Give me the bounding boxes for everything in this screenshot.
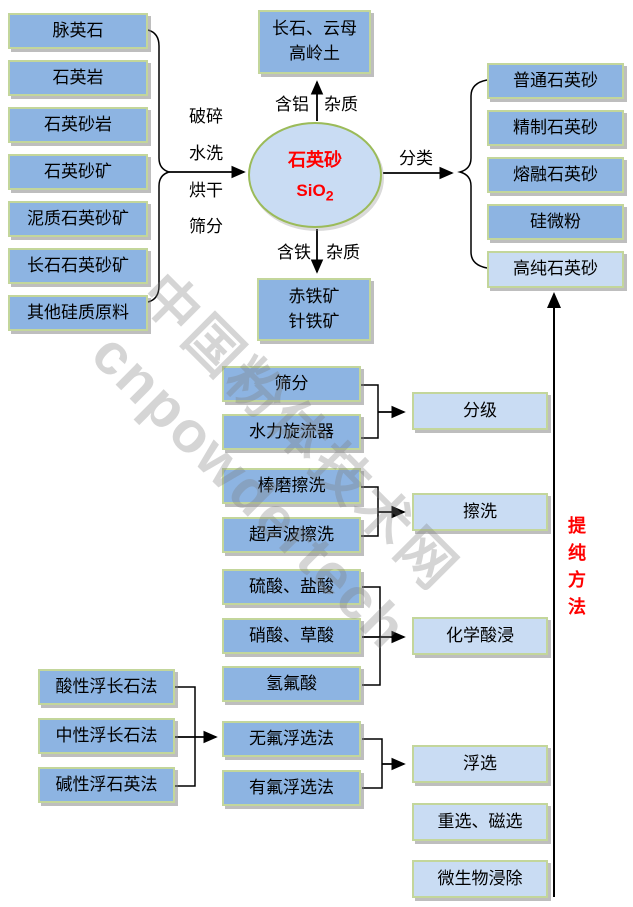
node-flotation-pre-method: 中性浮长石法: [38, 718, 175, 754]
brace-products: [457, 79, 488, 269]
node-raw-material: 泥质石英砂矿: [8, 201, 148, 237]
label-classification: 分类: [399, 149, 433, 168]
label-purification-methods: 提纯方法: [568, 516, 586, 617]
node-raw-material: 其他硅质原料: [8, 295, 148, 331]
node-raw-material: 脉英石: [8, 13, 148, 49]
node-method-input: 有氟浮选法: [222, 770, 361, 806]
node-method-input: 硝酸、草酸: [222, 618, 361, 654]
node-method-input: 超声波擦洗: [222, 517, 361, 553]
label-impurity: 杂质: [324, 95, 358, 114]
node-method-result: 浮选: [412, 745, 548, 783]
label-pretreatment-step: 水洗: [189, 144, 223, 163]
label-contains-iron: 含铁: [277, 243, 311, 262]
center-node-formula: SiO2: [296, 180, 334, 205]
label-pretreatment-step: 破碎: [189, 107, 223, 126]
node-method-input: 硫酸、盐酸: [222, 569, 361, 605]
node-flotation-pre-method: 碱性浮石英法: [38, 767, 175, 803]
node-product: 普通石英砂: [487, 63, 624, 99]
brace-raw-materials: [147, 29, 172, 303]
center-node-quartz-sand: 石英砂 SiO2: [248, 122, 382, 228]
bracket-flotation: [362, 738, 383, 789]
node-iron-impurities: 赤铁矿 针铁矿: [257, 278, 371, 341]
label-contains-aluminum: 含铝: [275, 95, 309, 114]
node-raw-material: 石英岩: [8, 60, 148, 96]
node-method-input: 筛分: [222, 366, 361, 402]
node-product: 硅微粉: [487, 204, 624, 240]
label-pretreatment-step: 筛分: [189, 217, 223, 236]
node-method-result: 微生物浸除: [412, 860, 548, 898]
bracket-grading: [360, 384, 379, 439]
bracket-scrubbing: [360, 486, 379, 537]
node-raw-material: 石英砂岩: [8, 107, 148, 143]
node-raw-material: 长石石英砂矿: [8, 248, 148, 284]
node-product: 熔融石英砂: [487, 157, 624, 193]
node-aluminum-impurities: 长石、云母 高岭土: [258, 10, 371, 74]
node-product: 精制石英砂: [487, 110, 624, 146]
label-pretreatment-step: 烘干: [189, 181, 223, 200]
bracket-acid-leaching: [362, 586, 381, 686]
label-impurity: 杂质: [326, 243, 360, 262]
node-raw-material: 石英砂矿: [8, 154, 148, 190]
node-method-result: 化学酸浸: [412, 617, 548, 655]
node-method-input: 无氟浮选法: [222, 721, 361, 757]
center-node-name: 石英砂: [288, 149, 342, 170]
node-method-input: 氢氟酸: [222, 666, 361, 702]
node-method-input: 棒磨擦洗: [222, 468, 361, 504]
node-method-result: 擦洗: [412, 493, 548, 531]
node-product-high-purity: 高纯石英砂: [487, 251, 624, 288]
node-method-result: 分级: [412, 392, 548, 430]
node-method-result: 重选、磁选: [412, 803, 548, 841]
node-method-input: 水力旋流器: [222, 414, 361, 450]
node-flotation-pre-method: 酸性浮长石法: [38, 669, 175, 705]
